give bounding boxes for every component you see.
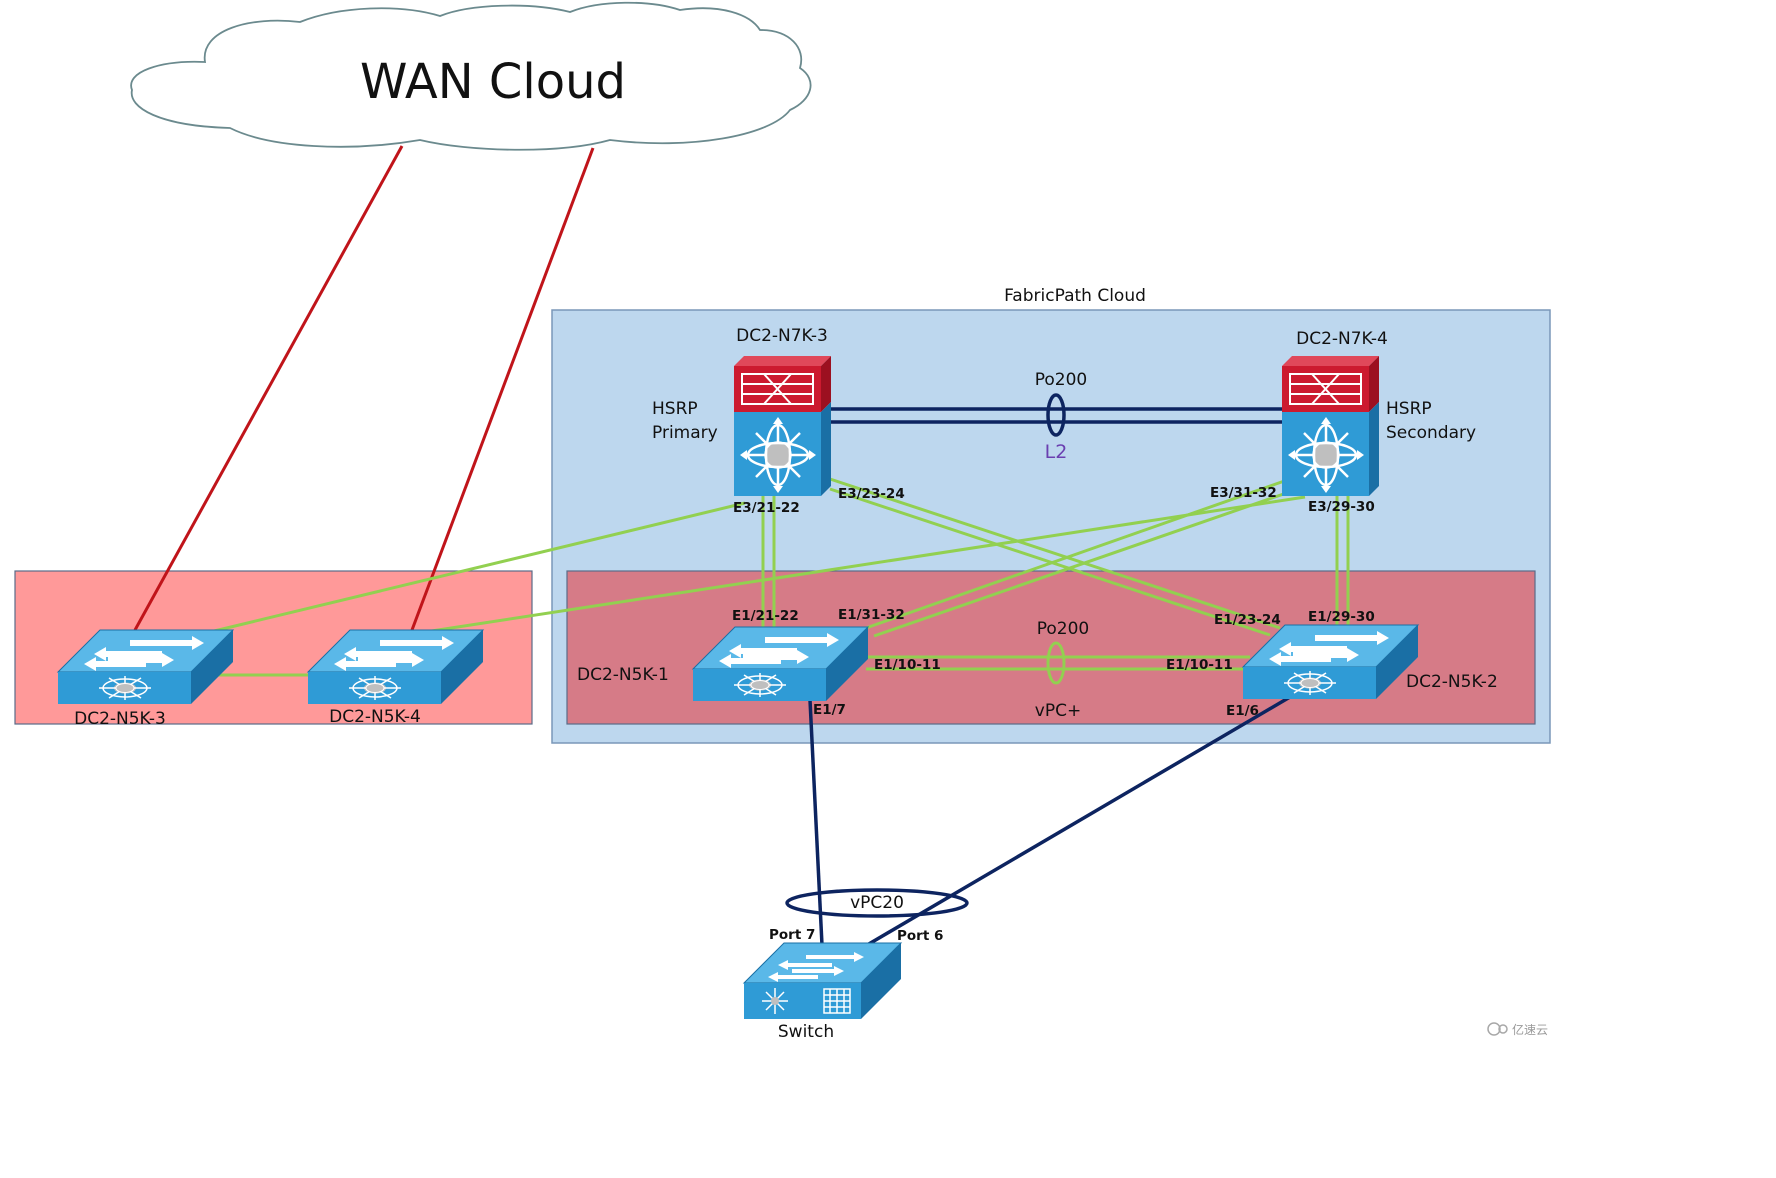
n5k2-name: DC2-N5K-2 [1406,672,1498,692]
n5k4-device[interactable] [306,629,485,704]
vpc20-bundle-ring [785,888,969,918]
port-label: E1/31-32 [838,607,905,623]
switch-name: Switch [778,1022,834,1040]
n7k3-name: DC2-N7K-3 [736,326,828,346]
n7k3-device[interactable] [734,356,831,496]
nexus-7k-icon [734,356,831,496]
nexus-5k-switch-icon [691,626,870,701]
port-label: E1/23-24 [1214,612,1281,628]
port-label: E3/21-22 [733,500,800,516]
n5k3-name: DC2-N5K-3 [74,709,166,729]
vpc-plus-label: vPC+ [1035,701,1081,721]
port-label: Port 6 [897,928,943,944]
n7k4-device[interactable] [1282,356,1379,496]
access-link-n5k2-switch [861,695,1291,950]
port-label: E1/21-22 [732,608,799,624]
switch-device[interactable] [742,942,903,1019]
port-label: E3/23-24 [838,486,905,502]
watermark-logo-icon [1487,1022,1508,1036]
n5k4-name: DC2-N5K-4 [329,707,421,727]
po200-top-label: Po200 [1035,370,1088,390]
nexus-5k-switch-icon [1241,624,1420,699]
n5k1-device[interactable] [691,626,870,701]
po200-l2-link [830,407,1285,424]
wan-link-n5k3 [133,145,404,631]
n5k3-device[interactable] [56,629,235,704]
port-label: E1/29-30 [1308,609,1375,625]
wan-link-n5k4 [410,147,595,631]
po200-vpc-bundle-ring [1046,641,1066,685]
watermark-text: 亿速云 [1512,1022,1548,1037]
n7k4-name: DC2-N7K-4 [1296,329,1388,349]
access-switch-icon [742,942,903,1019]
network-topology-diagram: FabricPath Cloud WAN Cloud [14,1,1551,1040]
wan-cloud-label: WAN Cloud [360,54,626,110]
n7k3-role-line1: HSRP [652,399,698,419]
n7k4-role-line1: HSRP [1386,399,1432,419]
wan-cloud-icon [130,1,812,151]
watermark: 亿速云 [1487,1022,1548,1037]
n7k4-role-line2: Secondary [1386,423,1476,443]
n7k3-role-line2: Primary [652,423,718,443]
access-link-n5k1-switch [808,699,824,946]
po200-vpc-label: Po200 [1037,619,1090,639]
port-label: E3/31-32 [1210,485,1277,501]
port-label: Port 7 [769,927,815,943]
nexus-5k-switch-icon [56,629,235,704]
nexus-7k-icon [1282,356,1379,496]
n5k2-device[interactable] [1241,624,1420,699]
n5k1-name: DC2-N5K-1 [577,665,669,685]
vpc20-label: vPC20 [850,893,904,913]
port-label: E1/10-11 [1166,657,1233,673]
fabricpath-cloud-label: FabricPath Cloud [1004,286,1146,306]
l2-label: L2 [1045,441,1068,463]
po200-l2-bundle-ring [1046,393,1066,437]
port-label: E1/10-11 [874,657,941,673]
fabric-links [209,477,1350,677]
port-label: E1/6 [1226,703,1259,719]
port-label: E1/7 [813,702,846,718]
port-label: E3/29-30 [1308,499,1375,515]
nexus-5k-switch-icon [306,629,485,704]
